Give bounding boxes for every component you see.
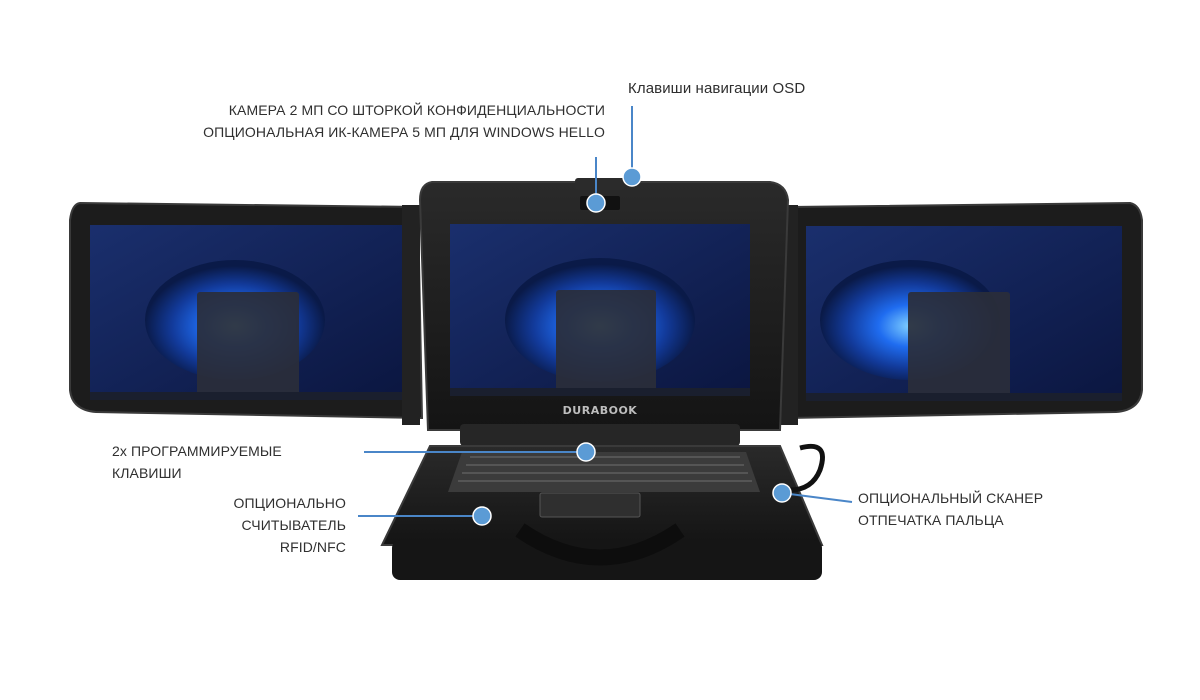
- fingerprint-dot: [772, 483, 792, 503]
- camera-callout-label: КАМЕРА 2 МП СО ШТОРКОЙ КОНФИДЕНЦИАЛЬНОСТ…: [140, 99, 605, 143]
- rfid-label-line1: ОПЦИОНАЛЬНО: [233, 495, 346, 511]
- main-laptop-lid: [418, 178, 790, 431]
- camera-label-line2: ОПЦИОНАЛЬНАЯ ИК-КАМЕРА 5 МП ДЛЯ WINDOWS …: [203, 124, 605, 140]
- fingerprint-label-line1: ОПЦИОНАЛЬНЫЙ СКАНЕР: [858, 490, 1044, 506]
- left-monitor: [69, 201, 424, 425]
- laptop-base: [380, 424, 825, 580]
- camera-dot: [586, 193, 606, 213]
- camera-label-line1: КАМЕРА 2 МП СО ШТОРКОЙ КОНФИДЕНЦИАЛЬНОСТ…: [228, 102, 605, 118]
- osd-callout-label: Клавиши навигации OSD: [628, 78, 928, 100]
- keys-label-line2: КЛАВИШИ: [112, 465, 182, 481]
- rfid-callout-label: ОПЦИОНАЛЬНО СЧИТЫВАТЕЛЬ RFID/NFC: [200, 492, 346, 558]
- rfid-label-line3: RFID/NFC: [279, 539, 346, 555]
- keys-dot: [576, 442, 596, 462]
- osd-dot: [622, 167, 642, 187]
- rfid-dot: [472, 506, 492, 526]
- osd-label-line1: Клавиши навигации OSD: [628, 80, 806, 97]
- rfid-label-line2: СЧИТЫВАТЕЛЬ: [241, 517, 346, 533]
- fingerprint-callout-label: ОПЦИОНАЛЬНЫЙ СКАНЕР ОТПЕЧАТКА ПАЛЬЦА: [858, 487, 1108, 531]
- right-monitor: [780, 201, 1143, 425]
- keys-label-line1: 2x ПРОГРАММИРУЕМЫЕ: [112, 443, 282, 459]
- programmable-keys-callout-label: 2x ПРОГРАММИРУЕМЫЕ КЛАВИШИ: [112, 440, 372, 484]
- callout-dots: [472, 167, 792, 526]
- brand-logo: DURABOOK: [562, 404, 638, 417]
- fingerprint-label-line2: ОТПЕЧАТКА ПАЛЬЦА: [858, 512, 1004, 528]
